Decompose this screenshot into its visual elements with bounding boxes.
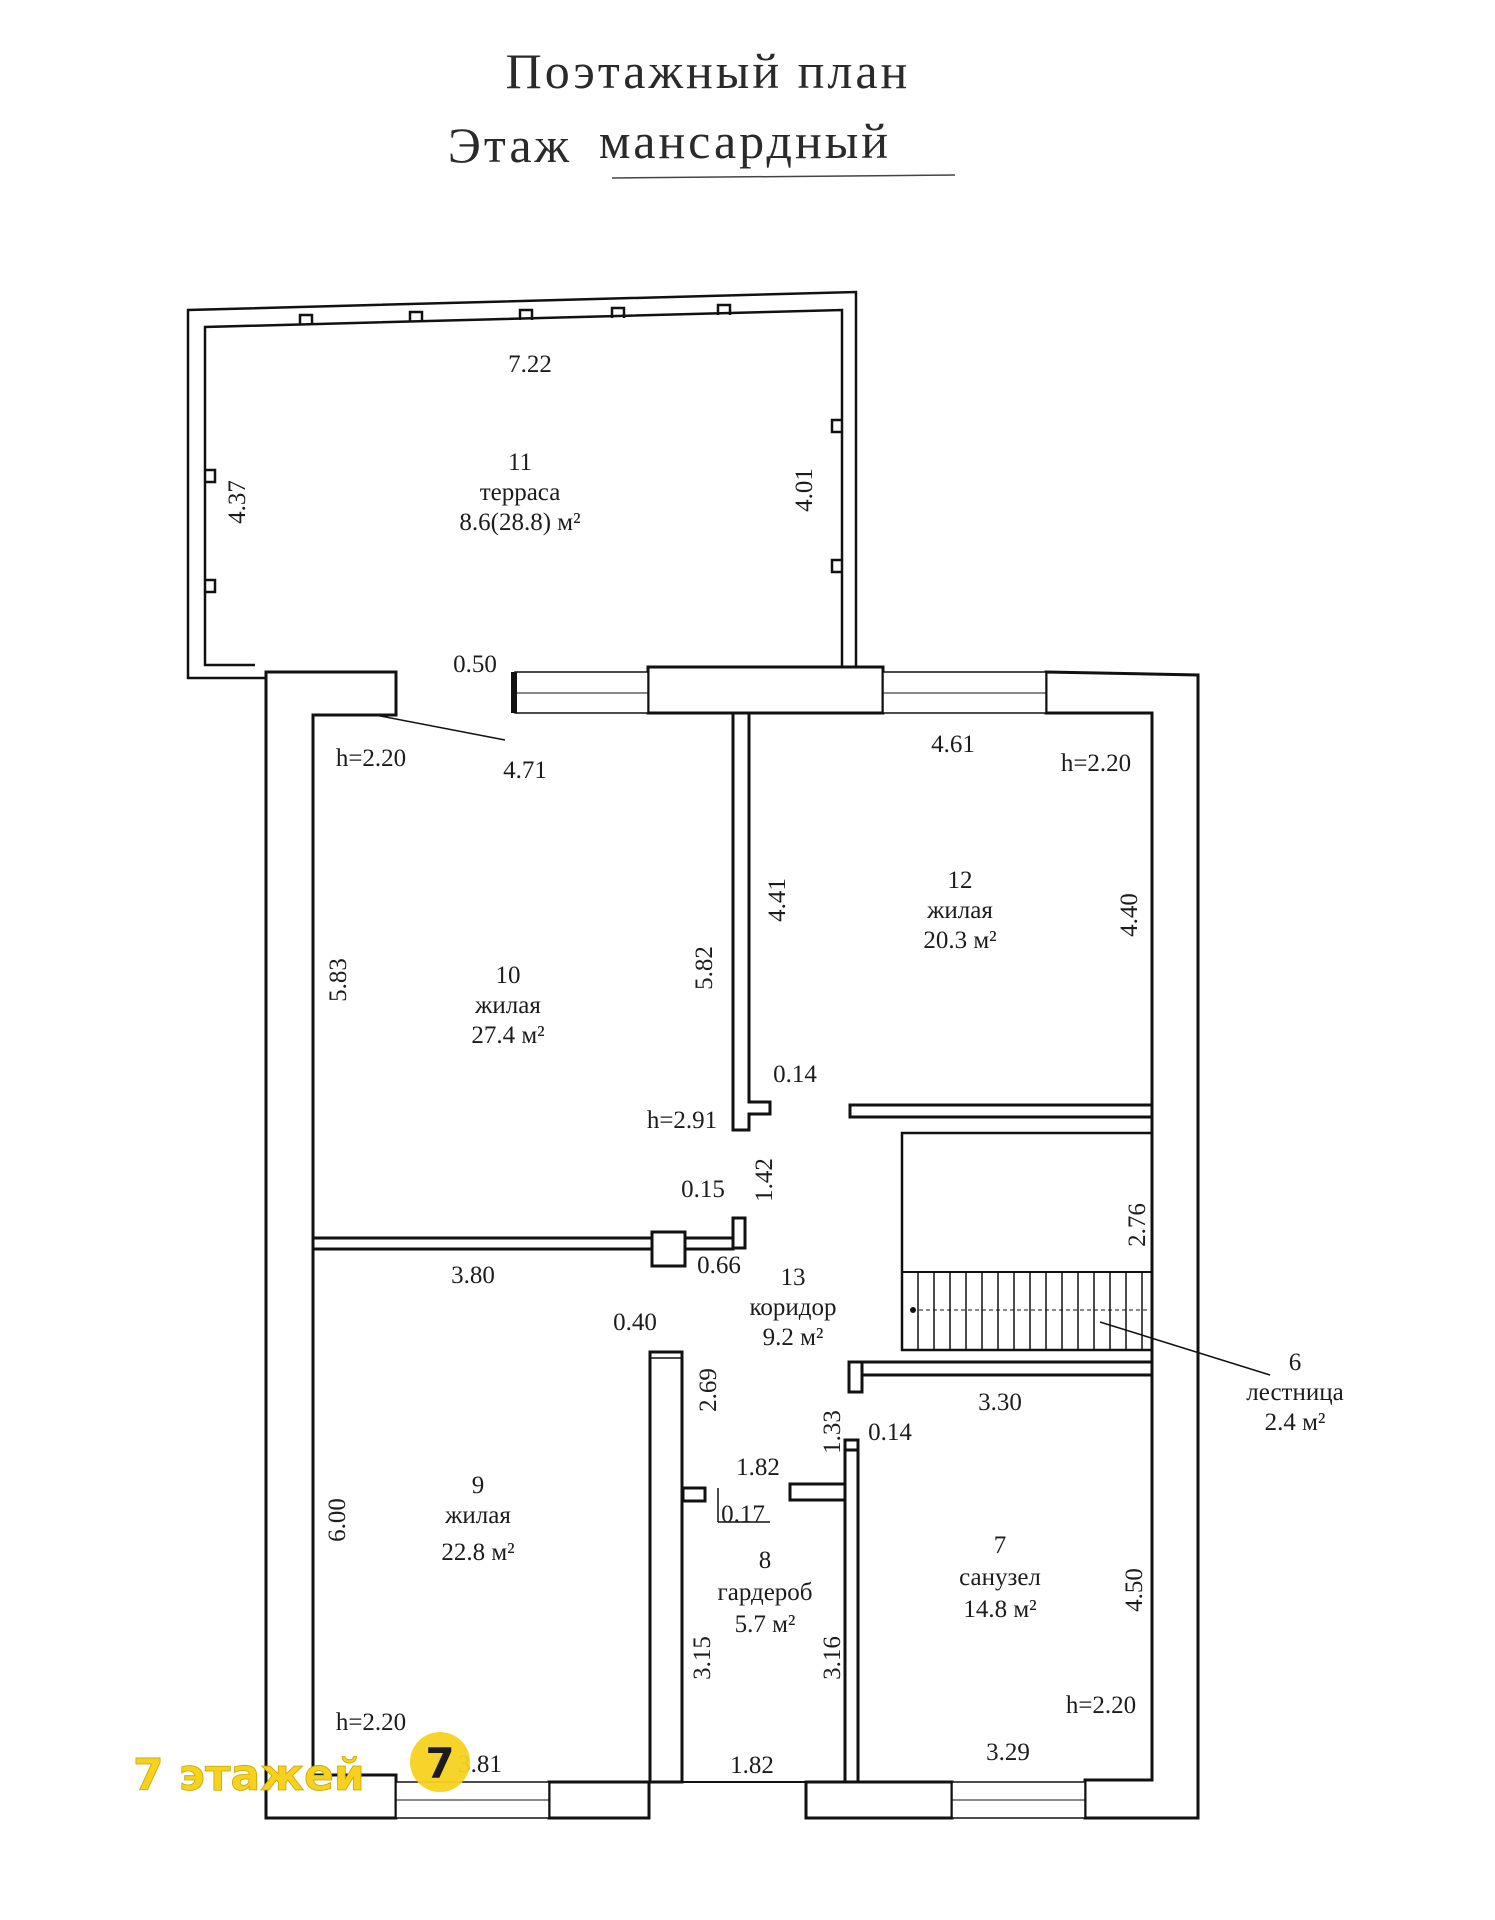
svg-text:5.83: 5.83 — [325, 958, 352, 1002]
svg-text:0.40: 0.40 — [613, 1309, 657, 1336]
dimension-labels: 7.22 4.37 4.01 0.50 4.71 5.83 5.82 4.61 … — [224, 351, 1151, 1779]
svg-text:1.82: 1.82 — [730, 1752, 774, 1779]
svg-text:5.7 м²: 5.7 м² — [735, 1611, 796, 1638]
outer-walls — [264, 665, 1200, 1820]
svg-text:h=2.20: h=2.20 — [1066, 1692, 1136, 1719]
svg-text:3.15: 3.15 — [689, 1636, 716, 1680]
ceiling-heights: h=2.20 h=2.20 h=2.91 h=2.20 h=2.20 — [336, 745, 1136, 1736]
svg-text:22.8 м²: 22.8 м² — [441, 1539, 514, 1566]
svg-text:8: 8 — [759, 1547, 772, 1574]
svg-text:5.82: 5.82 — [691, 946, 718, 990]
svg-text:4.01: 4.01 — [791, 468, 818, 512]
svg-text:1.82: 1.82 — [736, 1454, 780, 1481]
room-9-label: 9 жилая 22.8 м² — [441, 1472, 514, 1566]
room-12-label: 12 жилая 20.3 м² — [923, 867, 996, 954]
floor-value: мансардный — [599, 113, 891, 169]
svg-text:h=2.91: h=2.91 — [647, 1107, 717, 1134]
svg-text:h=2.20: h=2.20 — [336, 745, 406, 772]
leader-471 — [374, 714, 506, 741]
svg-text:0.66: 0.66 — [697, 1252, 741, 1279]
svg-text:6.00: 6.00 — [324, 1498, 351, 1542]
svg-text:h=2.20: h=2.20 — [336, 1709, 406, 1736]
svg-text:7: 7 — [425, 1739, 454, 1788]
room-7-label: 7 санузел 14.8 м² — [959, 1532, 1041, 1623]
floor-label: Этаж — [448, 117, 572, 173]
svg-text:гардероб: гардероб — [717, 1579, 812, 1606]
svg-text:жилая: жилая — [474, 992, 541, 1019]
svg-text:14.8 м²: 14.8 м² — [963, 1596, 1036, 1623]
svg-text:9.2 м²: 9.2 м² — [763, 1324, 824, 1351]
room-13-label: 13 коридор 9.2 м² — [750, 1264, 837, 1351]
terrace — [186, 290, 858, 680]
svg-text:2.69: 2.69 — [695, 1368, 722, 1412]
svg-text:11: 11 — [508, 449, 532, 476]
svg-text:3.16: 3.16 — [819, 1636, 846, 1680]
svg-text:6: 6 — [1289, 1349, 1302, 1376]
room-11-label: 11 терраса 8.6(28.8) м² — [459, 449, 580, 536]
floor-value-underline — [611, 174, 956, 179]
svg-text:3.30: 3.30 — [978, 1389, 1022, 1416]
svg-text:2.76: 2.76 — [1124, 1203, 1151, 1247]
svg-text:1.42: 1.42 — [751, 1158, 778, 1202]
svg-text:0.15: 0.15 — [681, 1176, 725, 1203]
room-10-label: 10 жилая 27.4 м² — [471, 962, 544, 1049]
svg-text:9: 9 — [472, 1472, 485, 1499]
svg-text:жилая: жилая — [444, 1502, 511, 1529]
svg-text:7: 7 — [994, 1532, 1007, 1559]
watermark: 7 этажей 7 — [133, 1732, 470, 1801]
room-6-label: 6 лестница 2.4 м² — [1246, 1349, 1343, 1436]
svg-text:4.61: 4.61 — [931, 731, 975, 758]
svg-text:2.4 м²: 2.4 м² — [1265, 1409, 1326, 1436]
svg-text:4.37: 4.37 — [224, 480, 251, 524]
svg-text:27.4 м²: 27.4 м² — [471, 1022, 544, 1049]
svg-text:0.50: 0.50 — [453, 651, 497, 678]
svg-text:терраса: терраса — [480, 479, 561, 506]
svg-text:1.33: 1.33 — [819, 1410, 846, 1454]
svg-text:13: 13 — [781, 1264, 806, 1291]
watermark-logo-icon: 7 — [410, 1732, 470, 1792]
svg-text:4.40: 4.40 — [1116, 893, 1143, 937]
svg-text:0.14: 0.14 — [868, 1419, 912, 1446]
svg-text:санузел: санузел — [959, 1564, 1041, 1591]
svg-text:4.50: 4.50 — [1121, 1568, 1148, 1612]
svg-text:4.71: 4.71 — [503, 757, 547, 784]
svg-text:10: 10 — [496, 962, 521, 989]
svg-text:20.3 м²: 20.3 м² — [923, 927, 996, 954]
watermark-text: 7 этажей — [133, 1750, 365, 1801]
svg-text:4.41: 4.41 — [764, 878, 791, 922]
svg-text:коридор: коридор — [750, 1294, 837, 1321]
svg-text:3.80: 3.80 — [451, 1262, 495, 1289]
svg-text:h=2.20: h=2.20 — [1061, 750, 1131, 777]
room-8-label: 8 гардероб 5.7 м² — [717, 1547, 812, 1638]
svg-text:лестница: лестница — [1246, 1379, 1343, 1406]
stairs — [902, 1271, 1271, 1376]
svg-text:12: 12 — [948, 867, 973, 894]
svg-text:3.29: 3.29 — [986, 1739, 1030, 1766]
svg-text:жилая: жилая — [926, 897, 993, 924]
svg-text:0.17: 0.17 — [721, 1501, 765, 1528]
svg-text:0.14: 0.14 — [773, 1061, 817, 1088]
plan-title: Поэтажный план — [506, 43, 911, 99]
svg-text:8.6(28.8) м²: 8.6(28.8) м² — [459, 509, 580, 536]
interior-walls — [311, 711, 1154, 1784]
svg-text:7.22: 7.22 — [508, 351, 552, 378]
